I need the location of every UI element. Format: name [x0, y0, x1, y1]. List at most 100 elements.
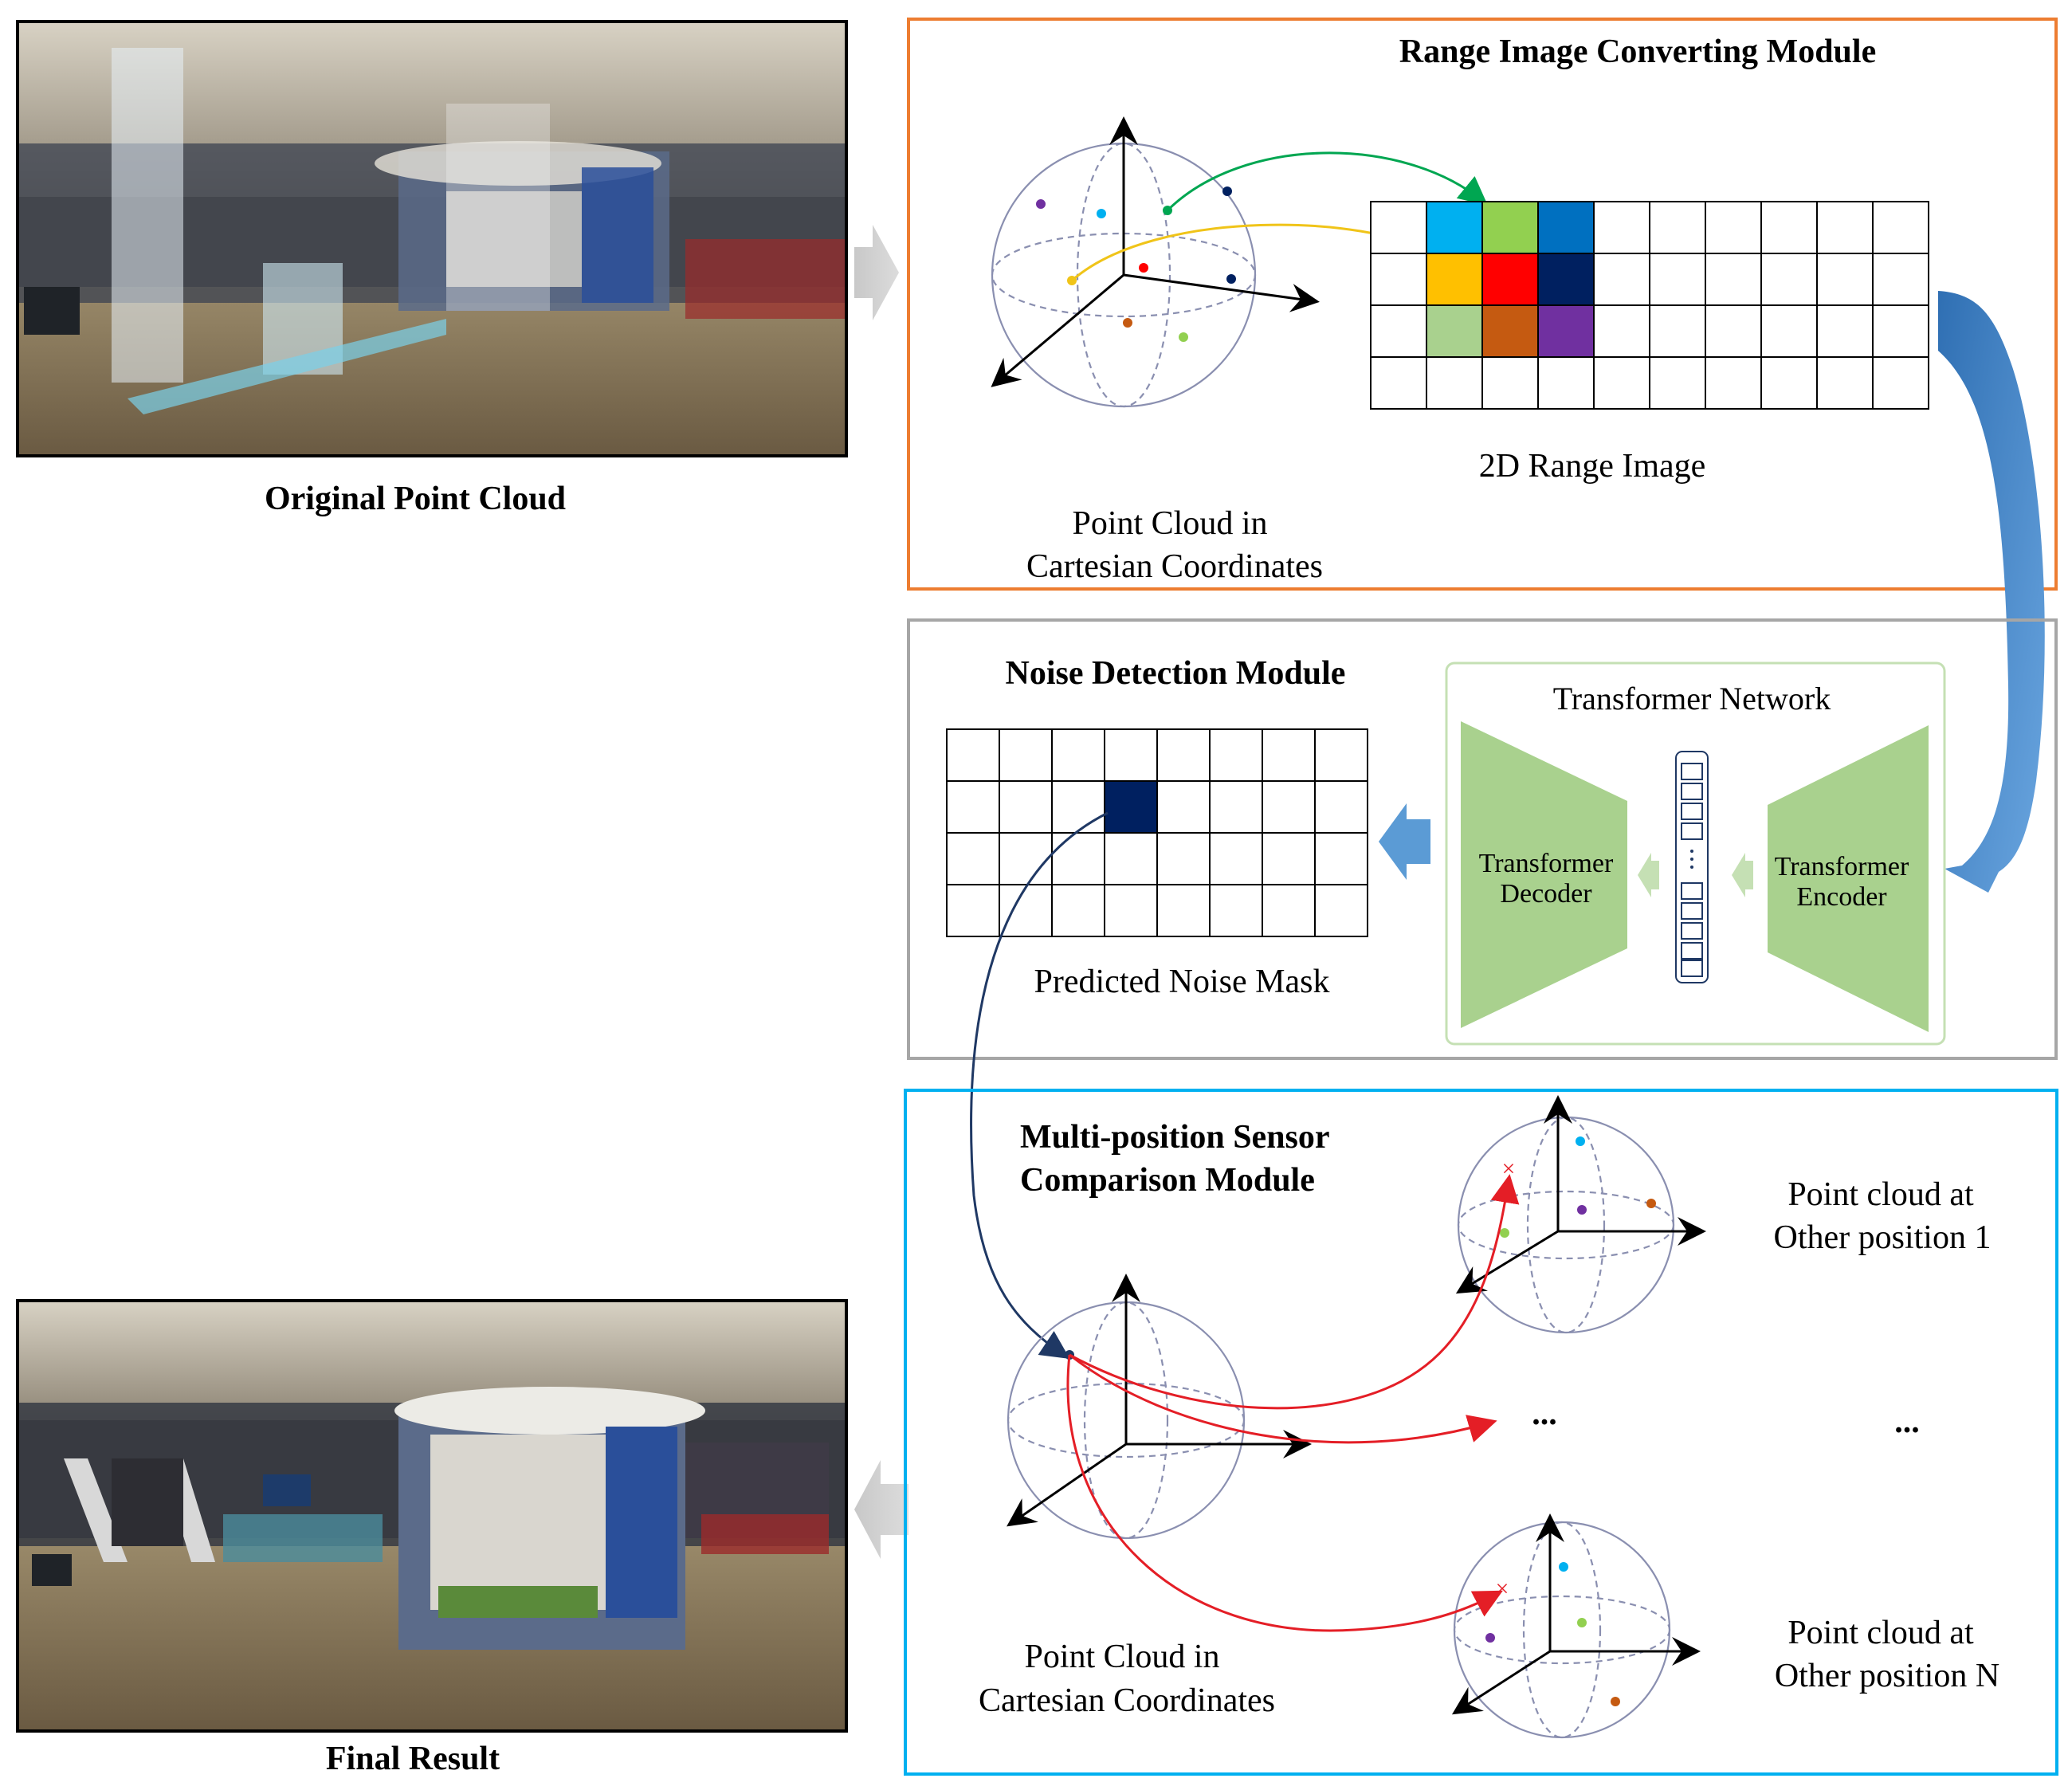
- mask-grid-cell: [1314, 884, 1368, 937]
- range-grid-cell: [1593, 304, 1650, 358]
- mask-grid-cell: [1262, 780, 1316, 834]
- final-result-image: [16, 1299, 848, 1733]
- noise-detection-module-box: [907, 618, 2058, 1060]
- transformer-decoder-block: [1461, 721, 1627, 1028]
- mask-grid-cell: [999, 884, 1053, 937]
- transformer-network-title: Transformer Network: [1553, 681, 1831, 716]
- green-mapping-arrow: [1166, 151, 1488, 212]
- transformer-encoder-block: [1768, 725, 1929, 1032]
- ellipsis-middle: ...: [1532, 1395, 1557, 1432]
- range-grid-cell: [1816, 201, 1874, 254]
- mask-grid-cell: [1051, 832, 1105, 885]
- mask-grid-cell: [1209, 884, 1263, 937]
- mask-grid-cell: [1104, 884, 1158, 937]
- position-1-caption-line1: Point cloud at: [1787, 1176, 1974, 1213]
- latent-ellipsis-dot: [1690, 858, 1693, 861]
- noise-detection-module-title: Noise Detection Module: [1006, 655, 1346, 692]
- mask-grid-cell: [946, 884, 1000, 937]
- decoder-label-line2: Decoder: [1500, 879, 1592, 909]
- decoder-label-line1: Transformer: [1479, 849, 1614, 878]
- mask-grid-cell: [999, 780, 1053, 834]
- predicted-noise-mask-caption: Predicted Noise Mask: [1034, 964, 1330, 1000]
- ellipsis-right: ...: [1894, 1403, 1920, 1440]
- range-grid-cell: [1593, 201, 1650, 254]
- range-grid-cell: [1760, 253, 1818, 306]
- range-grid-cell: [1537, 304, 1595, 358]
- range-grid-cell: [1537, 356, 1595, 410]
- point-cloud-sphere-bottom: [1007, 1274, 1312, 1540]
- range-grid-cell: [1705, 304, 1762, 358]
- mask-grid-cell: [946, 780, 1000, 834]
- small-arrow-to-latent: [1732, 853, 1753, 897]
- comparison-module-box: [904, 1089, 2058, 1776]
- transformer-network-box: [1445, 661, 1946, 1046]
- point-cloud-sphere-position-1: ×: [1455, 1095, 1706, 1334]
- latent-token: [1681, 922, 1703, 940]
- comparison-module-title-line2: Comparison Module: [1020, 1162, 1315, 1199]
- mask-grid-cell: [1156, 728, 1211, 782]
- latent-token: [1681, 763, 1703, 780]
- mask-grid-cell: [1156, 780, 1211, 834]
- mask-grid-cell: [1209, 728, 1263, 782]
- latent-token: [1681, 822, 1703, 840]
- range-grid-cell: [1370, 356, 1427, 410]
- position-n-caption-line2: Other position N: [1775, 1658, 1999, 1694]
- blue-flow-arrow: [1938, 291, 2045, 893]
- range-grid-cell: [1426, 253, 1483, 306]
- mask-grid-cell: [1051, 728, 1105, 782]
- mask-grid-cell: [1104, 780, 1158, 834]
- position-1-caption-line2: Other position 1: [1774, 1219, 1992, 1256]
- range-grid-cell: [1593, 356, 1650, 410]
- range-grid-cell: [1705, 356, 1762, 410]
- red-arrow-to-middle: [1069, 1353, 1497, 1444]
- point-cloud-sphere-position-n: ×: [1451, 1513, 1701, 1739]
- red-arrow-to-position-1: [1069, 1174, 1520, 1410]
- mask-grid-cell: [1314, 780, 1368, 834]
- range-grid-cell: [1816, 253, 1874, 306]
- red-arrow-to-position-n: [1066, 1354, 1503, 1632]
- original-point-cloud-caption: Original Point Cloud: [265, 481, 566, 517]
- range-grid-cell: [1872, 201, 1929, 254]
- svg-text:×: ×: [1502, 1156, 1516, 1182]
- mask-grid-cell: [1262, 728, 1316, 782]
- comparison-module-title-line1: Multi-position Sensor: [1020, 1119, 1330, 1156]
- original-point-cloud-image: [16, 20, 848, 457]
- mask-grid-cell: [946, 832, 1000, 885]
- navy-noise-point-arrow: [970, 811, 1109, 1359]
- encoder-label-line2: Encoder: [1796, 882, 1887, 912]
- final-result-caption: Final Result: [326, 1741, 500, 1777]
- range-image-grid-caption: 2D Range Image: [1479, 448, 1706, 485]
- grey-arrow-to-final: [854, 1460, 908, 1559]
- range-grid-cell: [1649, 304, 1706, 358]
- latent-ellipsis-dot: [1690, 850, 1693, 853]
- range-grid-cell: [1370, 201, 1427, 254]
- comparison-sphere-caption-line2: Cartesian Coordinates: [979, 1682, 1275, 1719]
- mask-grid-cell: [1051, 884, 1105, 937]
- point-cloud-sphere-top: [991, 116, 1320, 408]
- mask-grid-cell: [1314, 832, 1368, 885]
- range-grid-cell: [1816, 356, 1874, 410]
- mask-grid-cell: [1314, 728, 1368, 782]
- latent-token-vector: [1675, 751, 1709, 983]
- mask-grid-cell: [1104, 832, 1158, 885]
- range-grid-cell: [1426, 356, 1483, 410]
- range-grid-cell: [1481, 201, 1539, 254]
- comparison-sphere-caption-line1: Point Cloud in: [1024, 1639, 1219, 1675]
- range-image-module-box: [907, 18, 2058, 591]
- range-grid-cell: [1593, 253, 1650, 306]
- grey-arrow-to-range: [854, 225, 899, 320]
- range-grid-cell: [1760, 201, 1818, 254]
- range-grid-cell: [1370, 253, 1427, 306]
- range-grid-cell: [1481, 253, 1539, 306]
- range-grid-cell: [1705, 201, 1762, 254]
- mask-grid-cell: [1051, 780, 1105, 834]
- latent-ellipsis-dot: [1690, 866, 1693, 869]
- latent-token: [1681, 942, 1703, 960]
- mask-grid-cell: [1209, 832, 1263, 885]
- latent-token: [1681, 783, 1703, 800]
- range-grid-cell: [1537, 253, 1595, 306]
- latent-token: [1681, 960, 1703, 977]
- predicted-noise-mask-grid: [946, 728, 1368, 937]
- mask-grid-cell: [1262, 884, 1316, 937]
